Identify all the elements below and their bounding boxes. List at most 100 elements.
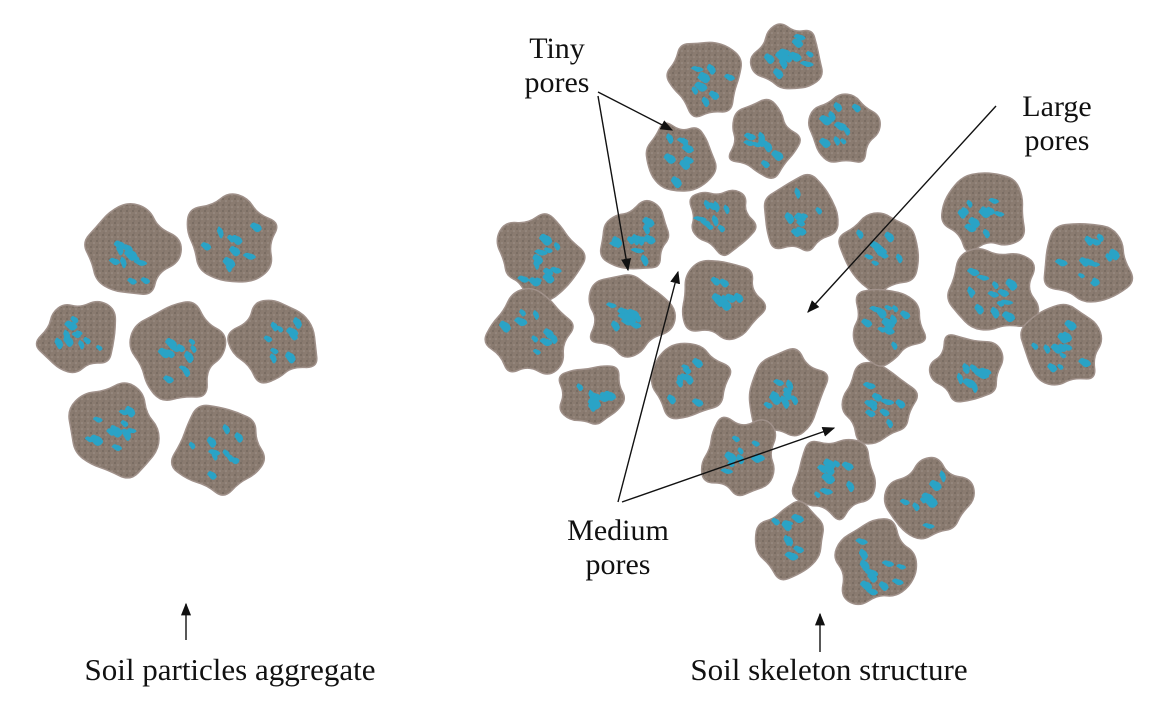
skeleton-water-spot bbox=[676, 379, 684, 388]
skeleton-water-spot bbox=[710, 276, 721, 286]
aggregate-water-spot bbox=[92, 416, 103, 423]
skeleton-water-spot bbox=[1064, 319, 1077, 331]
aggregate-water-spot bbox=[276, 325, 284, 333]
skeleton-water-spot bbox=[982, 228, 990, 239]
skeleton-water-spot bbox=[865, 409, 876, 418]
skeleton-water-spot bbox=[549, 333, 558, 344]
skeleton-water-spot bbox=[833, 102, 843, 112]
skeleton-water-spot bbox=[859, 559, 870, 572]
skeleton-water-spot bbox=[864, 254, 874, 260]
skeleton-water-spot bbox=[1031, 342, 1039, 350]
skeleton-water-spot bbox=[532, 253, 544, 265]
skeleton-water-spot bbox=[805, 51, 814, 58]
skeleton-water-spot bbox=[821, 472, 836, 485]
skeleton-water-spot bbox=[997, 289, 1010, 297]
skeleton-particle-body-12 bbox=[484, 287, 574, 375]
skeleton-water-spot bbox=[884, 231, 895, 243]
skeleton-water-spot bbox=[531, 335, 539, 343]
aggregate-water-spot bbox=[269, 353, 277, 364]
aggregate-water-spot bbox=[129, 255, 140, 262]
skeleton-water-spot bbox=[743, 132, 757, 141]
skeleton-water-spot bbox=[532, 348, 541, 355]
skeleton-water-spot bbox=[796, 219, 806, 227]
skeleton-water-spot bbox=[1057, 332, 1069, 344]
aggregate-water-spot bbox=[230, 234, 243, 245]
skeleton-water-spot bbox=[538, 233, 553, 246]
skeleton-water-spot bbox=[1087, 261, 1101, 267]
skeleton-water-spot bbox=[720, 468, 734, 474]
skeleton-water-spot bbox=[681, 364, 690, 370]
aggregate-water-spot bbox=[78, 340, 85, 350]
skeleton-water-spot bbox=[895, 253, 903, 264]
skeleton-water-spot bbox=[778, 48, 791, 57]
skeleton-water-spot bbox=[793, 213, 806, 223]
skeleton-water-spot bbox=[859, 580, 873, 591]
skeleton-particle-17 bbox=[838, 212, 920, 293]
skeleton-water-spot bbox=[1078, 257, 1090, 267]
skeleton-water-spot bbox=[970, 381, 978, 393]
tiny-pores-arrow-1 bbox=[597, 91, 674, 131]
skeleton-particle-24 bbox=[700, 416, 777, 497]
skeleton-water-spot bbox=[967, 288, 976, 296]
skeleton-water-spot bbox=[1062, 344, 1073, 351]
skeleton-water-spot bbox=[864, 568, 879, 578]
skeleton-water-spot bbox=[717, 224, 726, 233]
aggregate-water-spot bbox=[127, 277, 137, 285]
skeleton-water-spot bbox=[869, 305, 882, 313]
skeleton-water-spot bbox=[711, 214, 719, 227]
right-caption: Soil skeleton structure bbox=[690, 652, 968, 687]
skeleton-water-spot bbox=[723, 73, 735, 81]
skeleton-water-spot bbox=[881, 560, 895, 567]
skeleton-water-spot bbox=[968, 216, 980, 229]
aggregate-water-spot bbox=[133, 259, 148, 266]
skeleton-water-spot bbox=[743, 140, 755, 147]
skeleton-particle-7 bbox=[689, 189, 757, 257]
skeleton-water-spot bbox=[771, 517, 780, 526]
skeleton-water-spot bbox=[851, 103, 861, 113]
skeleton-water-spot bbox=[921, 492, 934, 502]
skeleton-water-spot bbox=[990, 306, 1000, 319]
skeleton-water-spot bbox=[751, 440, 760, 447]
skeleton-water-spot bbox=[1047, 363, 1058, 373]
skeleton-water-spot bbox=[640, 254, 649, 267]
skeleton-particle-14 bbox=[650, 342, 732, 420]
skeleton-water-spot bbox=[576, 383, 584, 392]
aggregate-particle-body-7 bbox=[170, 404, 266, 496]
skeleton-water-spot bbox=[1043, 344, 1051, 354]
skeleton-water-spot bbox=[786, 536, 794, 547]
skeleton-water-spot bbox=[694, 81, 708, 92]
skeleton-water-spot bbox=[670, 176, 682, 189]
aggregate-particle-body-5 bbox=[227, 299, 318, 384]
aggregate-water-spot bbox=[89, 434, 104, 446]
skeleton-water-spot bbox=[962, 363, 970, 373]
particles-aggregate-group bbox=[35, 193, 318, 496]
skeleton-water-spot bbox=[609, 241, 621, 248]
skeleton-water-spot bbox=[791, 513, 805, 524]
skeleton-water-spot bbox=[605, 302, 617, 309]
skeleton-water-spot bbox=[966, 199, 973, 208]
skeleton-water-spot bbox=[666, 133, 674, 144]
skeleton-water-spot bbox=[824, 464, 835, 476]
aggregate-water-spot bbox=[234, 432, 244, 443]
aggregate-water-spot bbox=[225, 264, 232, 273]
skeleton-water-spot bbox=[878, 245, 885, 256]
skeleton-water-spot bbox=[828, 110, 836, 122]
skeleton-water-spot bbox=[814, 491, 821, 499]
aggregate-water-spot bbox=[190, 344, 197, 353]
aggregate-water-spot bbox=[70, 315, 79, 324]
skeleton-particle-body-6 bbox=[763, 173, 839, 252]
skeleton-water-spot bbox=[795, 226, 807, 236]
skeleton-water-spot bbox=[891, 578, 904, 586]
skeleton-water-spot bbox=[1054, 258, 1068, 267]
skeleton-water-spot bbox=[956, 372, 964, 385]
aggregate-particle-4 bbox=[129, 301, 227, 401]
skeleton-water-spot bbox=[534, 249, 548, 256]
aggregate-water-spot bbox=[165, 349, 175, 359]
skeleton-water-spot bbox=[1096, 233, 1104, 243]
aggregate-particle-5 bbox=[227, 299, 318, 384]
skeleton-water-spot bbox=[771, 150, 784, 161]
skeleton-water-spot bbox=[794, 187, 801, 199]
skeleton-water-spot bbox=[1084, 235, 1094, 246]
skeleton-water-spot bbox=[679, 159, 691, 170]
tiny-pores-arrow-2 bbox=[597, 95, 632, 272]
